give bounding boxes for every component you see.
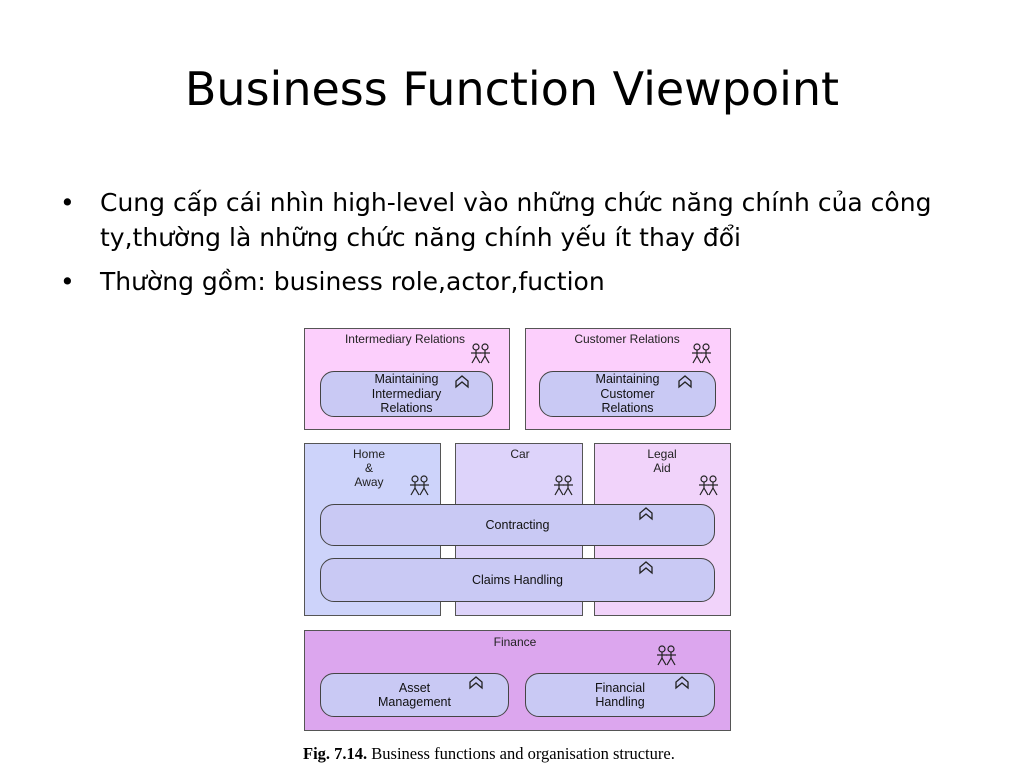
function-label: Asset Management [378, 680, 451, 710]
function-icon [455, 375, 469, 389]
bullet-list: • Cung cấp cái nhìn high-level vào những… [60, 186, 960, 310]
asset-management-function: Asset Management [320, 673, 509, 717]
function-icon [639, 561, 653, 575]
contracting-function: Contracting [320, 504, 715, 546]
home-away-label: Home & Away [352, 447, 385, 489]
actors-icon [699, 475, 718, 496]
function-icon [678, 375, 692, 389]
actors-icon [410, 475, 429, 496]
maintaining-customer-relations-function: Maintaining Customer Relations [539, 371, 716, 417]
financial-handling-function: Financial Handling [525, 673, 715, 717]
actors-icon [554, 475, 573, 496]
maintaining-intermediary-relations-function: Maintaining Intermediary Relations [320, 371, 493, 417]
function-icon [675, 676, 689, 690]
bullet-text: Thường gồm: business role,actor,fuction [100, 267, 605, 296]
function-label: Claims Handling [471, 572, 563, 587]
function-label: Maintaining Intermediary Relations [371, 372, 442, 416]
actors-icon [471, 343, 490, 364]
function-icon [469, 676, 483, 690]
function-icon [639, 507, 653, 521]
car-label: Car [510, 447, 530, 461]
function-label: Financial Handling [594, 680, 646, 710]
bullet-dot: • [60, 267, 75, 296]
bullet-item: • Thường gồm: business role,actor,fuctio… [60, 265, 960, 300]
figure-caption-label: Fig. 7.14. [303, 744, 368, 763]
figure-caption-text: Business functions and organisation stru… [367, 744, 675, 763]
bullet-dot: • [60, 188, 75, 217]
legal-aid-label: Legal Aid [647, 447, 677, 475]
finance-label: Finance [493, 635, 537, 649]
customer-relations-label: Customer Relations [574, 332, 680, 346]
claims-handling-function: Claims Handling [320, 558, 715, 602]
actors-icon [692, 343, 711, 364]
business-function-diagram: Intermediary Relations Maintaining Inter… [300, 325, 734, 735]
bullet-text: Cung cấp cái nhìn high-level vào những c… [100, 188, 932, 252]
actors-icon [657, 645, 676, 666]
function-label: Contracting [485, 517, 550, 532]
bullet-item: • Cung cấp cái nhìn high-level vào những… [60, 186, 960, 255]
figure-caption: Fig. 7.14. Business functions and organi… [303, 744, 675, 764]
function-label: Maintaining Customer Relations [595, 372, 660, 416]
intermediary-relations-label: Intermediary Relations [344, 332, 466, 346]
slide-title: Business Function Viewpoint [184, 62, 840, 116]
